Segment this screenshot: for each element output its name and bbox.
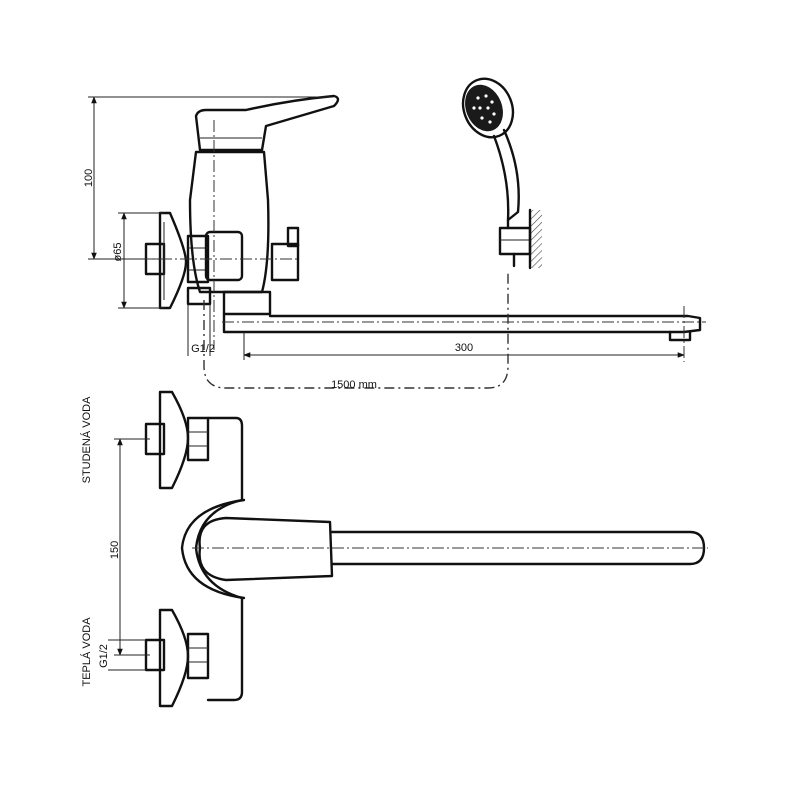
lever-front	[198, 516, 334, 582]
dim-spout-value: 300	[455, 342, 473, 354]
dim-hose-value: 1500 mm	[331, 379, 377, 391]
spout-side	[222, 290, 702, 342]
dim-thread-top: G1/2	[187, 304, 215, 356]
hot-water-label: TEPLÁ VODA	[80, 617, 93, 687]
hot-inlet	[144, 608, 210, 708]
shower-hose	[203, 270, 509, 389]
dim-thread-bottom: G1/2	[98, 639, 146, 671]
front-view: 150 G1/2 STUDENÁ VODA TEPLÁ VODA	[80, 390, 708, 708]
dim-spacing-value: 150	[109, 541, 121, 559]
dim-height-value: 100	[83, 169, 95, 187]
dim-spout: 300	[243, 332, 685, 360]
dim-thread-bottom-value: G1/2	[98, 644, 110, 668]
dim-spacing: 150	[109, 438, 150, 656]
mixer-body-side	[188, 150, 300, 294]
dim-thread-top-value: G1/2	[191, 343, 215, 355]
wall-flange-side	[144, 211, 188, 310]
dim-height: 100	[83, 96, 330, 260]
wall-hatch	[530, 210, 542, 268]
lever-handle-side	[194, 94, 340, 152]
cold-water-label: STUDENÁ VODA	[80, 396, 93, 483]
cold-inlet	[144, 390, 210, 490]
dim-flange-value: ø65	[112, 243, 124, 262]
dim-flange: ø65	[112, 212, 164, 309]
shower-holder	[498, 208, 542, 270]
side-view: 100 ø65 G1/2 300 1500 mm	[83, 77, 706, 391]
lever-recess	[180, 498, 246, 600]
hand-shower	[461, 77, 520, 222]
